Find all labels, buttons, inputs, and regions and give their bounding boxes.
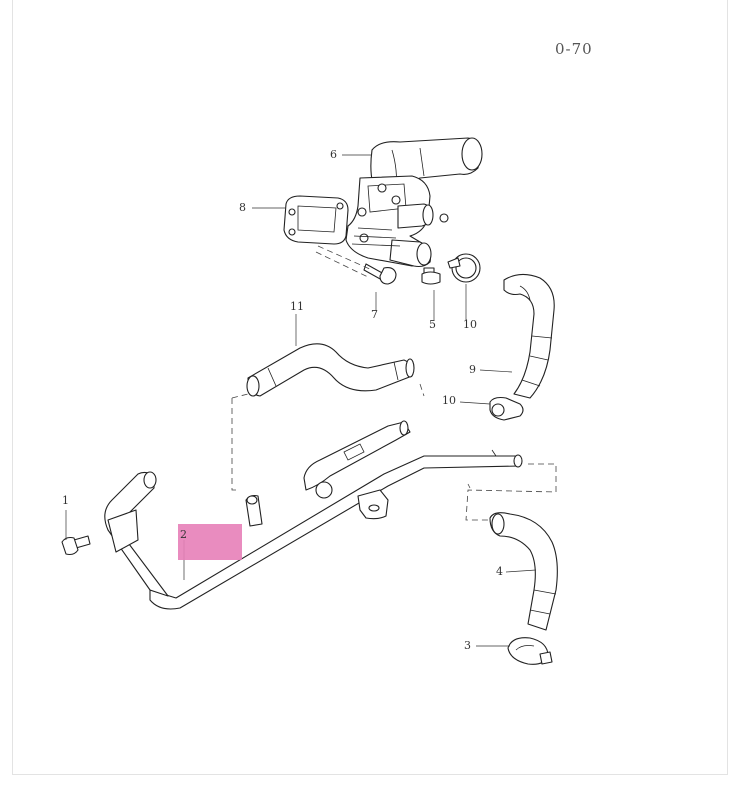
callout-6[interactable]: 6: [330, 148, 337, 161]
page-code: 0-70: [555, 40, 593, 58]
callout-4[interactable]: 4: [496, 565, 503, 578]
page-border: [12, 0, 728, 775]
coolant-hose-9[interactable]: [503, 273, 555, 399]
callout-11[interactable]: 11: [290, 300, 304, 313]
callout-2-highlight: [178, 524, 242, 560]
thermostat-housing[interactable]: [345, 137, 483, 268]
bolt-7[interactable]: [363, 263, 397, 285]
callout-1[interactable]: 1: [62, 494, 69, 507]
hose-clamp-10-lower[interactable]: [489, 396, 524, 421]
callout-10-top[interactable]: 10: [463, 318, 477, 331]
coolant-hose-11[interactable]: [246, 343, 415, 397]
callout-8[interactable]: 8: [239, 201, 246, 214]
coolant-hose-4[interactable]: [489, 512, 558, 631]
callout-9[interactable]: 9: [469, 363, 476, 376]
callout-5[interactable]: 5: [429, 318, 436, 331]
callout-3[interactable]: 3: [464, 639, 471, 652]
gasket[interactable]: [283, 195, 349, 245]
callout-2[interactable]: 2: [180, 528, 187, 541]
hose-clamp-3[interactable]: [507, 637, 553, 665]
leader-lines: [65, 154, 537, 647]
coolant-pipe-assembly[interactable]: [104, 420, 523, 610]
callout-7[interactable]: 7: [371, 308, 378, 321]
callout-10-lower[interactable]: 10: [442, 394, 456, 407]
bolt-1[interactable]: [61, 535, 91, 556]
bolt-5[interactable]: [421, 267, 441, 285]
hose-clamp-10-top[interactable]: [447, 253, 481, 283]
